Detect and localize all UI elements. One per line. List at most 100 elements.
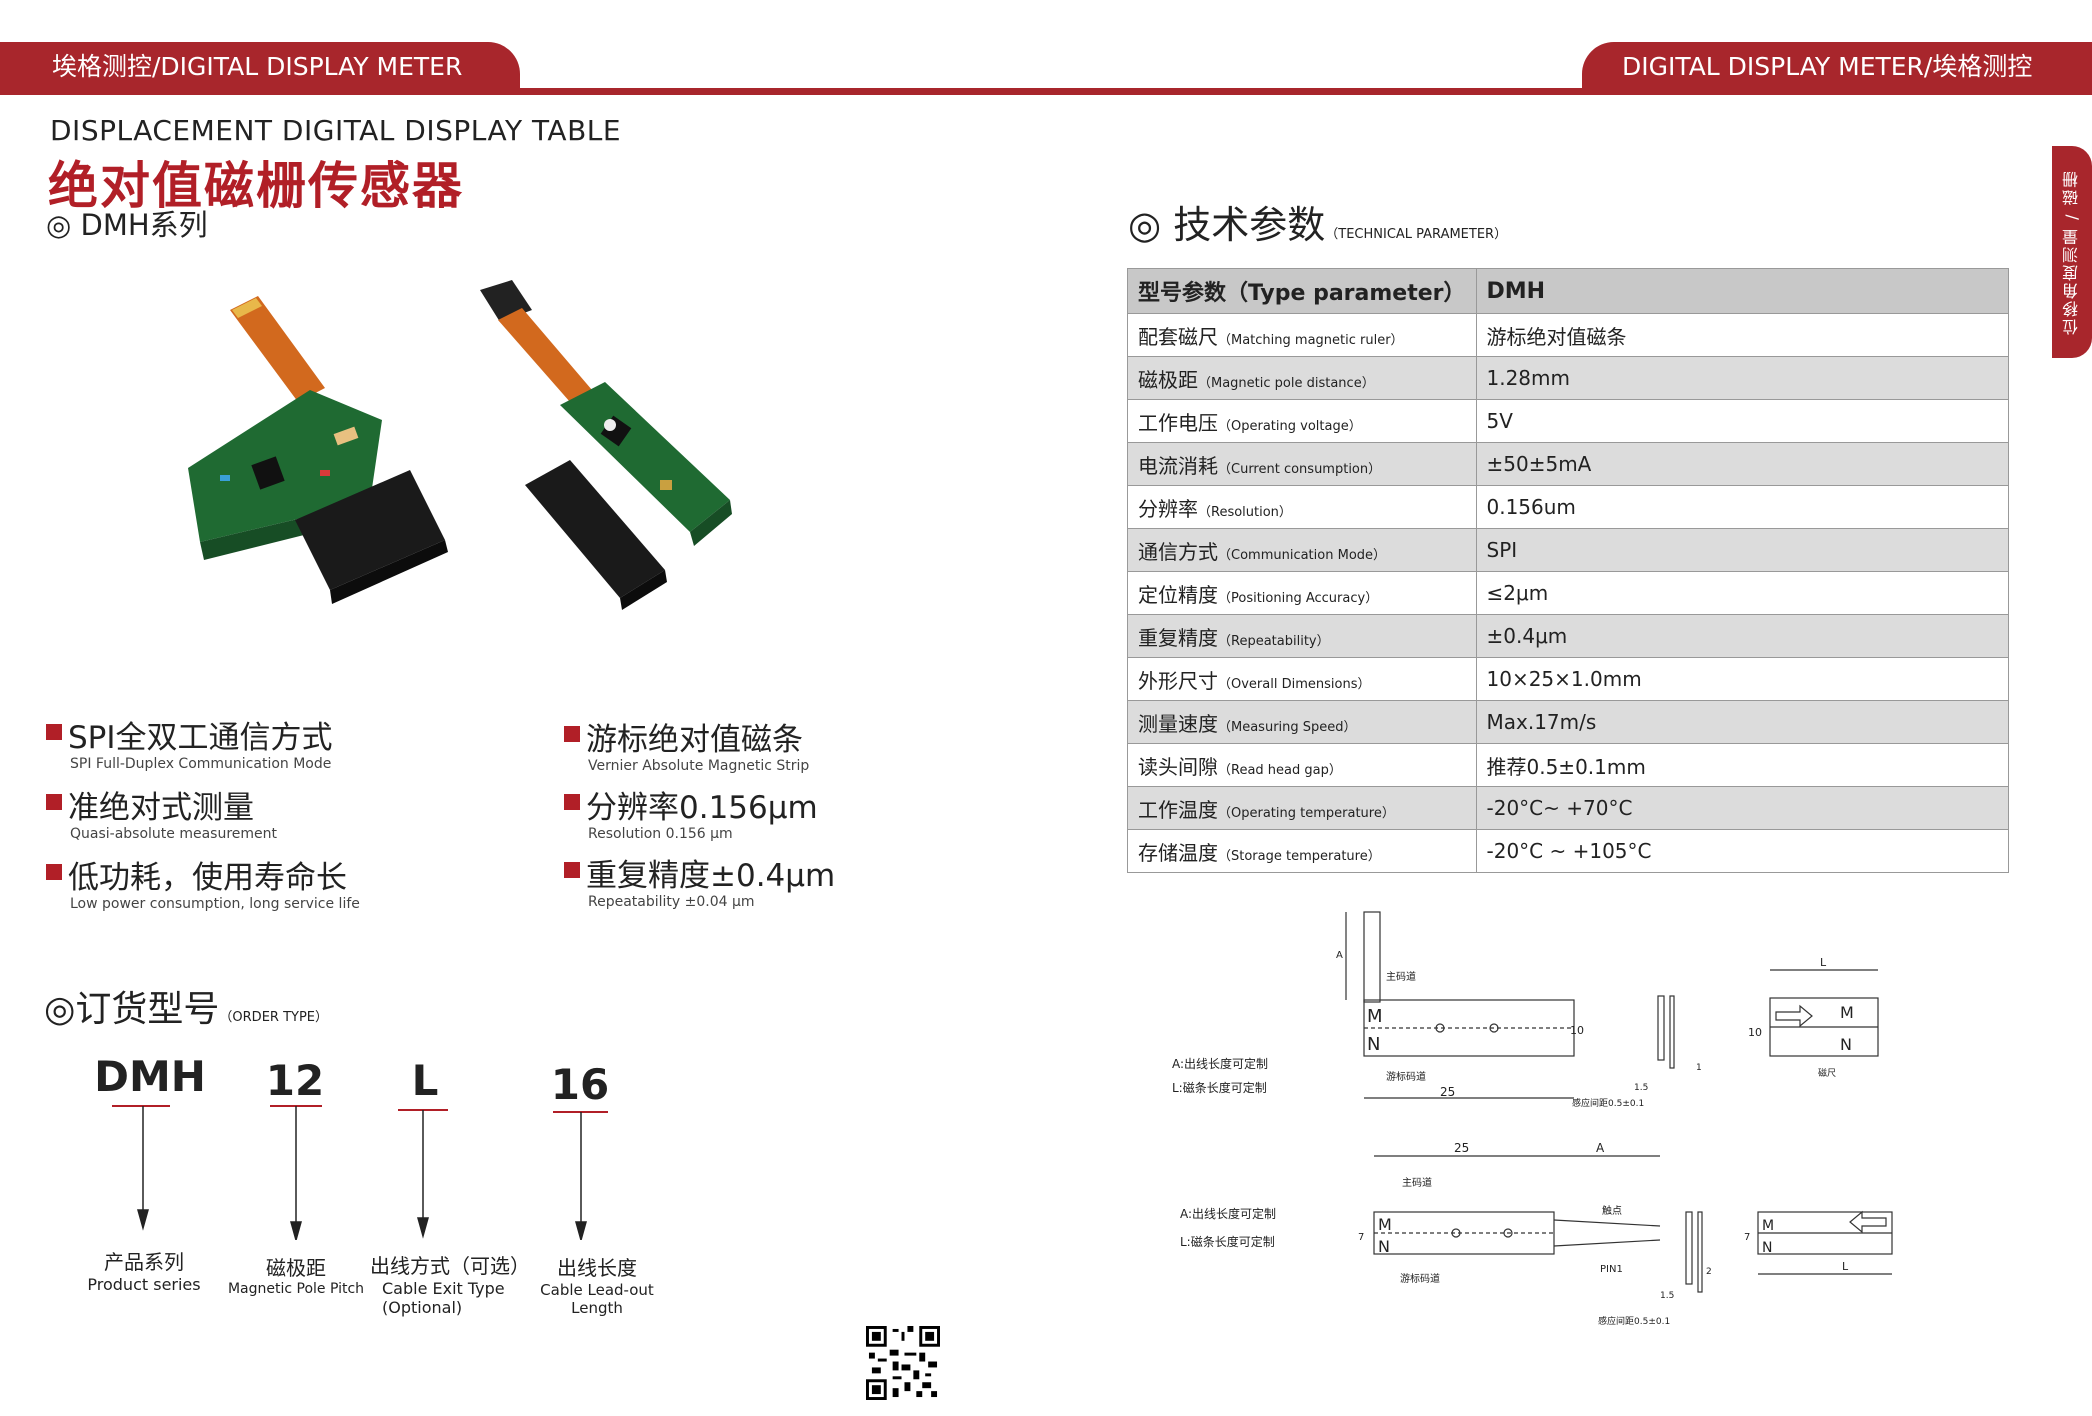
dim-l-label: L <box>1820 956 1827 969</box>
param-cn: 通信方式 <box>1138 539 1218 564</box>
tech-title-en: （TECHNICAL PARAMETER） <box>1325 227 1508 242</box>
caption-en: Magnetic Pole Pitch <box>227 1281 365 1297</box>
param-cell: 通信方式（Communication Mode） <box>1127 528 1477 572</box>
table-row: 磁极距（Magnetic pole distance） 1.28mm <box>1127 356 2009 400</box>
note-l-1: L:磁条长度可定制 <box>1172 1080 1267 1095</box>
product-subtitle: DISPLACEMENT DIGITAL DISPLAY TABLE <box>50 114 622 147</box>
caption-cn: 产品系列 <box>104 1250 184 1274</box>
dim-25-label-2: 25 <box>1454 1141 1469 1155</box>
gap-label-2: 感应间距0.5±0.1 <box>1598 1315 1670 1327</box>
order-code-exit: L <box>411 1056 439 1105</box>
param-cell: 定位精度（Positioning Accuracy） <box>1127 571 1477 615</box>
order-code-series: DMH <box>94 1052 206 1101</box>
param-cell: 测量速度（Measuring Speed） <box>1127 700 1477 744</box>
caption-en: Product series <box>87 1275 201 1294</box>
dim-10-scale-label: 10 <box>1748 1026 1762 1039</box>
dim-l-label-2: L <box>1842 1260 1849 1273</box>
param-cn: 测量速度 <box>1138 711 1218 736</box>
scale-m-label: M <box>1840 1003 1854 1022</box>
param-en: （Repeatability） <box>1218 633 1330 649</box>
order-code-length: 16 <box>550 1060 610 1109</box>
param-cell: 工作温度（Operating temperature） <box>1127 786 1477 830</box>
header-left-tab: 埃格测控/DIGITAL DISPLAY METER <box>0 42 520 92</box>
param-en: （Measuring Speed） <box>1218 719 1357 735</box>
param-cell: 工作电压（Operating voltage） <box>1127 399 1477 443</box>
dim-7-scale-label: 7 <box>1744 1232 1750 1243</box>
feature-subtitle: Resolution 0.156 μm <box>588 826 733 842</box>
feature-title: 准绝对式测量 <box>68 790 254 826</box>
table-row: 重复精度（Repeatability） ±0.4μm <box>1127 614 2009 658</box>
caption-cn: 出线方式（可选） <box>370 1254 530 1278</box>
param-cell: 存储温度（Storage temperature） <box>1127 829 1477 873</box>
product-series: ◎ DMH系列 <box>46 208 208 242</box>
param-cn: 定位精度 <box>1138 582 1218 607</box>
scale-n-label: N <box>1840 1035 1852 1054</box>
bullet-icon <box>564 726 580 742</box>
feature-subtitle: Vernier Absolute Magnetic Strip <box>588 758 810 774</box>
param-en: （Current consumption） <box>1218 461 1382 477</box>
feature-subtitle: SPI Full-Duplex Communication Mode <box>70 756 332 772</box>
scale-n-label-2: N <box>1762 1240 1772 1256</box>
param-cn: 外形尺寸 <box>1138 668 1218 693</box>
feature-subtitle: Repeatability ±0.04 μm <box>588 894 755 910</box>
table-row: 定位精度（Positioning Accuracy） ≤2μm <box>1127 571 2009 615</box>
value-cell: 游标绝对值磁条 <box>1475 313 2009 357</box>
value-cell: 10×25×1.0mm <box>1475 657 2009 701</box>
scale-m-label-2: M <box>1762 1218 1774 1234</box>
param-cell: 重复精度（Repeatability） <box>1127 614 1477 658</box>
order-code-pitch: 12 <box>265 1056 325 1105</box>
bullet-icon <box>564 794 580 810</box>
value-cell: -20°C ~ +105°C <box>1475 829 2009 873</box>
order-code-connectors <box>112 1105 608 1240</box>
param-cn: 工作电压 <box>1138 410 1218 435</box>
value-cell: 5V <box>1475 399 2009 443</box>
note-a-2: A:出线长度可定制 <box>1180 1206 1276 1221</box>
product-photo <box>188 280 732 610</box>
tech-title: ◎ 技术参数（TECHNICAL PARAMETER） <box>1128 194 1507 249</box>
param-en: （Communication Mode） <box>1218 547 1387 563</box>
scale-label: 磁尺 <box>1818 1067 1836 1079</box>
value-cell: SPI <box>1475 528 2009 572</box>
main-track-label: 主码道 <box>1386 970 1416 983</box>
dim-10-label: 10 <box>1570 1024 1584 1037</box>
param-cell: 磁极距（Magnetic pole distance） <box>1127 356 1477 400</box>
feature-subtitle: Low power consumption, long service life <box>70 896 360 912</box>
table-row: 测量速度（Measuring Speed） Max.17m/s <box>1127 700 2009 744</box>
param-cn: 重复精度 <box>1138 625 1218 650</box>
caption-en-2: (Optional) <box>382 1298 463 1317</box>
order-caption-series: 产品系列 Product series <box>64 1246 224 1294</box>
table-row: 外形尺寸（Overall Dimensions） 10×25×1.0mm <box>1127 657 2009 701</box>
contact-label: 触点 <box>1602 1204 1622 1217</box>
table-header-row: 型号参数（Type parameter） DMH <box>1127 268 2009 314</box>
value-cell: 1.28mm <box>1475 356 2009 400</box>
main-track-label-2: 主码道 <box>1402 1176 1432 1189</box>
param-en: （Read head gap） <box>1218 762 1342 778</box>
n-label: N <box>1367 1034 1380 1055</box>
param-cn: 读头间隙 <box>1138 754 1218 779</box>
product-title: 绝对值磁栅传感器 <box>48 157 464 215</box>
param-en: （Operating temperature） <box>1218 805 1395 821</box>
param-cn: 电流消耗 <box>1138 453 1218 478</box>
param-cn: 分辨率 <box>1138 496 1198 521</box>
param-cell: 分辨率（Resolution） <box>1127 485 1477 529</box>
order-type-title: ◎订货型号（ORDER TYPE） <box>44 980 328 1032</box>
param-cell: 配套磁尺（Matching magnetic ruler） <box>1127 313 1477 357</box>
header-rule <box>0 88 2092 95</box>
header-param: 型号参数（Type parameter） <box>1127 268 1477 314</box>
table-row: 通信方式（Communication Mode） SPI <box>1127 528 2009 572</box>
order-caption-exit: 出线方式（可选） Cable Exit Type (Optional) <box>370 1250 530 1317</box>
dim-a-label-2: A <box>1596 1141 1605 1155</box>
dim-25-label: 25 <box>1440 1085 1455 1099</box>
bullet-icon <box>564 862 580 878</box>
param-en: （Overall Dimensions） <box>1218 676 1371 692</box>
value-cell: ≤2μm <box>1475 571 2009 615</box>
dim-2-label: 2 <box>1706 1267 1712 1277</box>
param-cn: 配套磁尺 <box>1138 324 1218 349</box>
qr-code-icon[interactable] <box>866 1326 940 1400</box>
param-en: （Matching magnetic ruler） <box>1218 332 1404 348</box>
order-type-title-cn: ◎订货型号 <box>44 989 220 1030</box>
dim-1-5-label-2: 1.5 <box>1660 1291 1674 1301</box>
side-category-tab[interactable]: 位移角度测量 / 磁栅 <box>2052 146 2092 358</box>
pin1-label: PIN1 <box>1600 1264 1623 1275</box>
gap-label-1: 感应间距0.5±0.1 <box>1572 1097 1644 1109</box>
